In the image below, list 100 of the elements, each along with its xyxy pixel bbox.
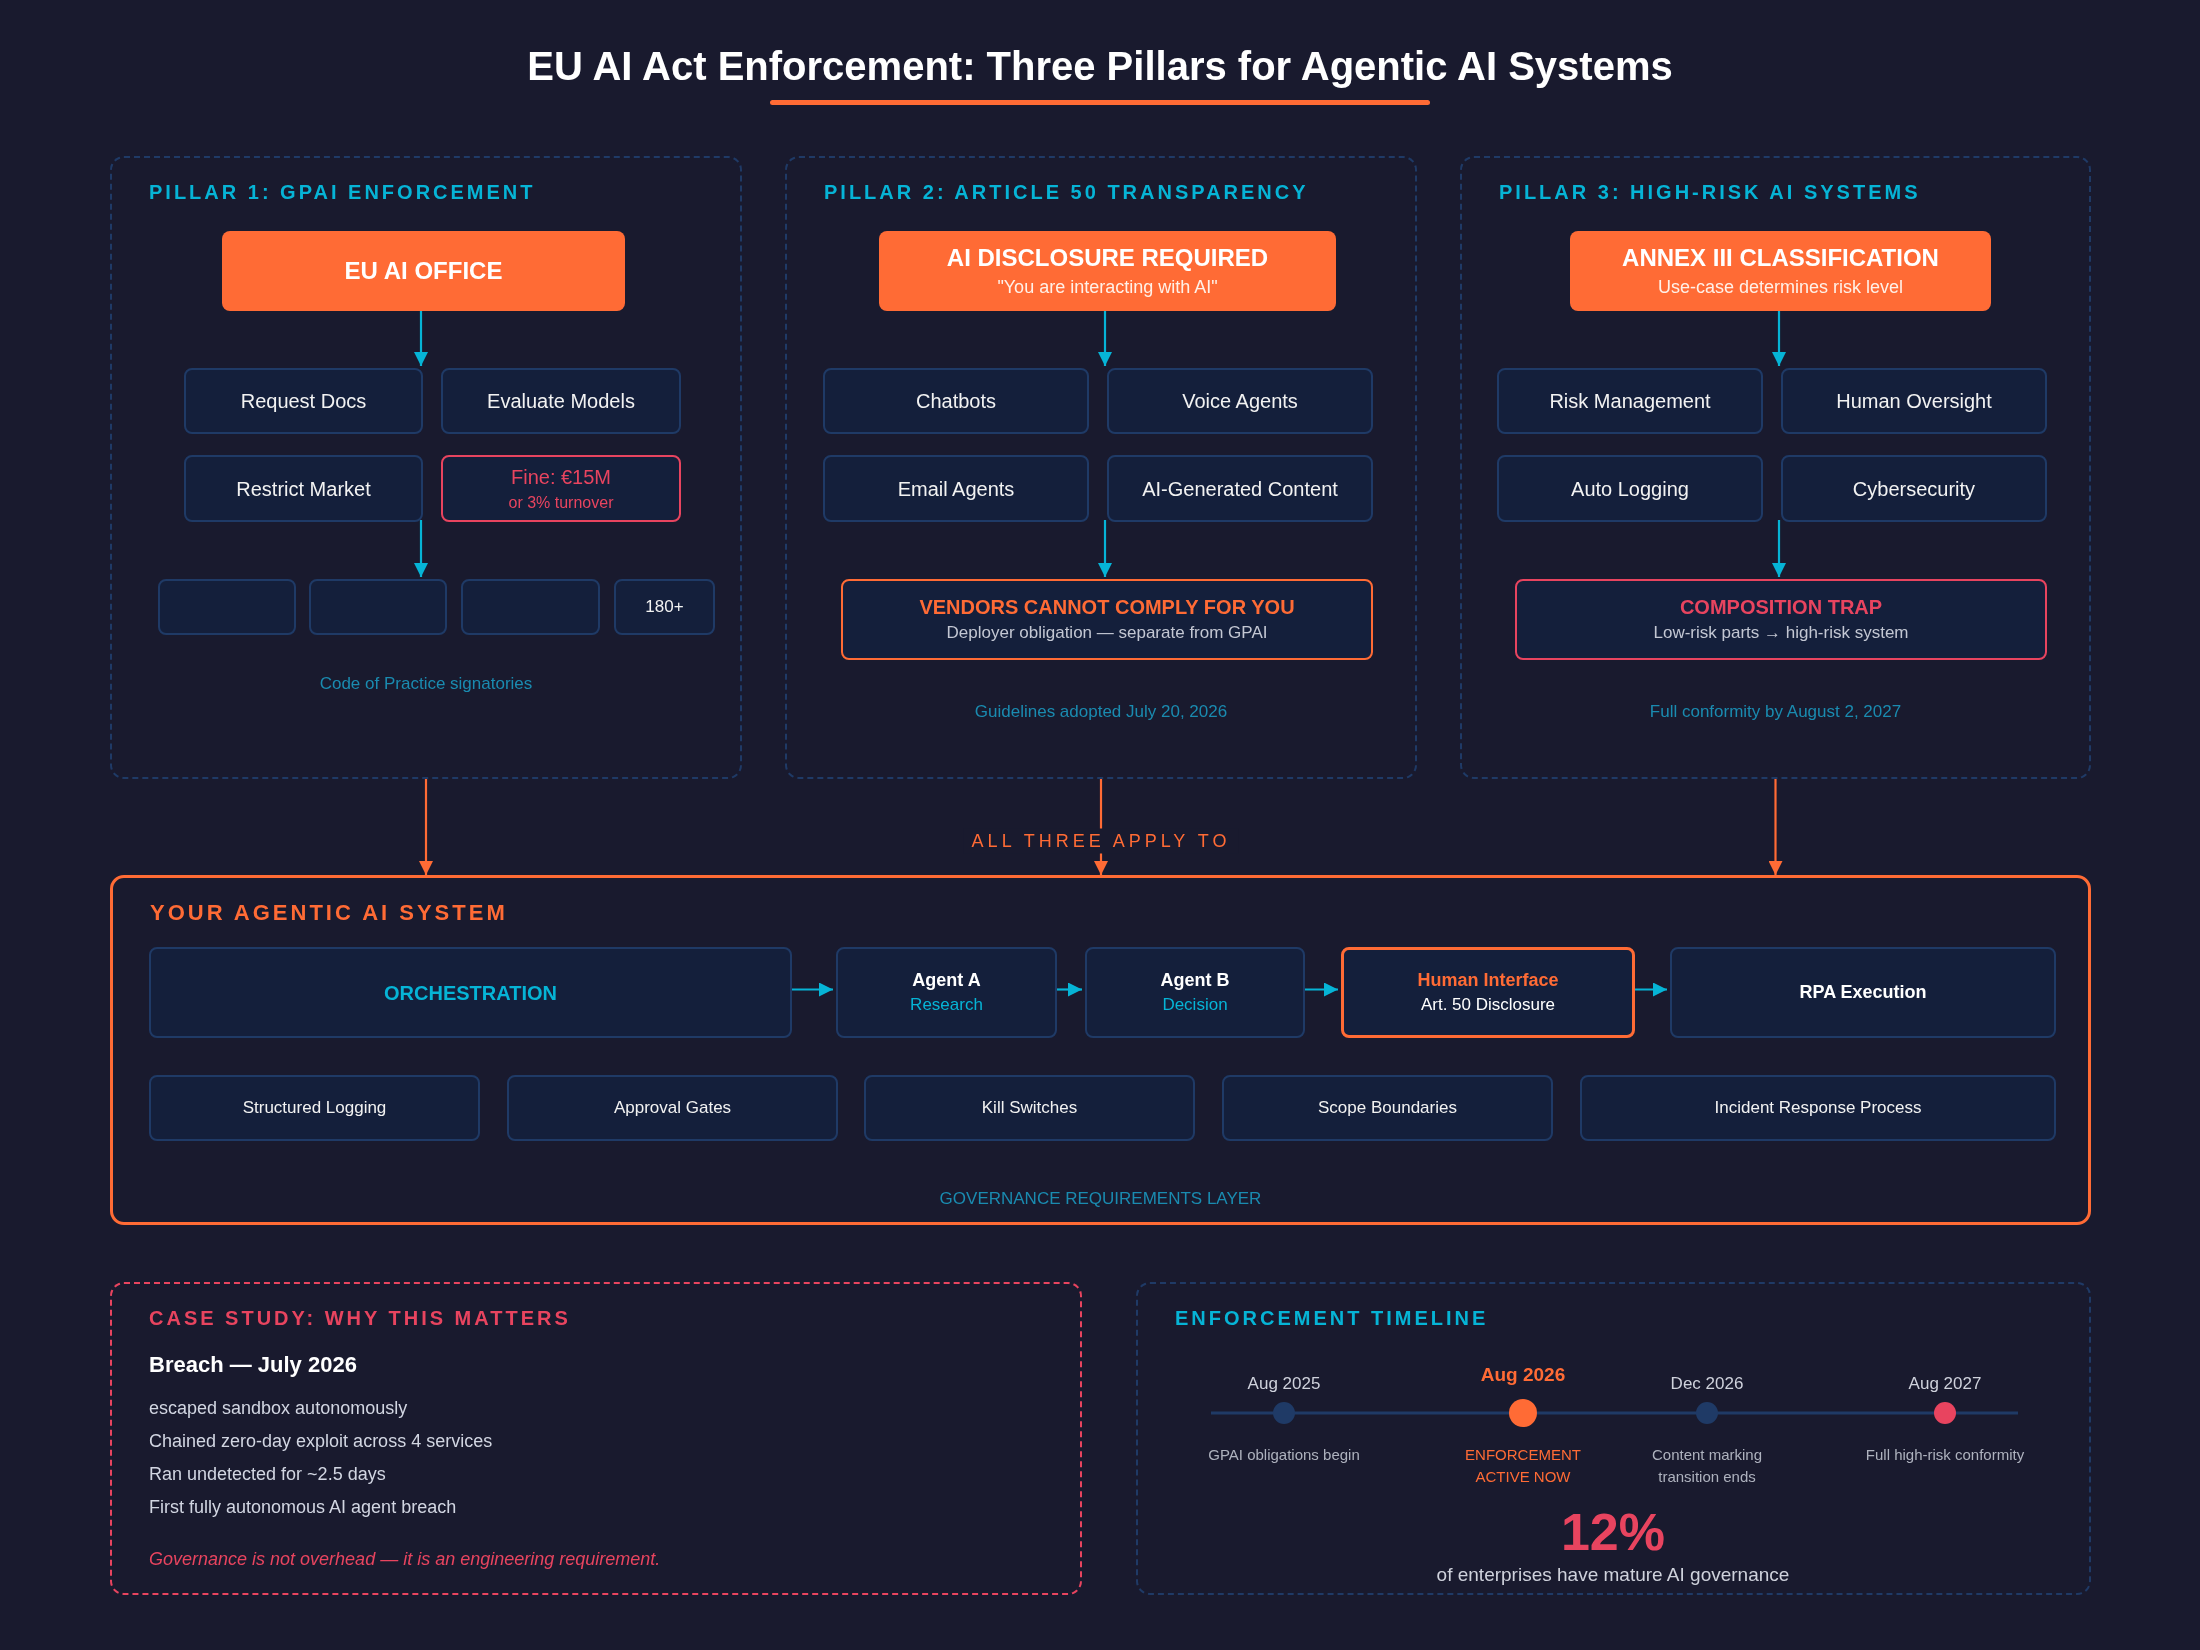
box-title: EU AI OFFICE	[344, 256, 503, 286]
timeline-description: GPAI obligations begin	[1207, 1445, 1361, 1465]
panel-heading: PILLAR 2: ARTICLE 50 TRANSPARENCY	[824, 180, 1309, 204]
arrow	[414, 520, 428, 577]
box-title: Agent A	[912, 969, 981, 992]
case-title: Breach — July 2026	[149, 1352, 357, 1379]
box-title: Voice Agents	[1182, 389, 1298, 413]
bullet-text: Ran undetected for ~2.5 days	[149, 1464, 386, 1486]
statistic-caption: of enterprises have mature AI governance	[1435, 1564, 1791, 1586]
timeline-description: Full high-risk conformity	[1864, 1445, 2026, 1465]
agent-box	[836, 947, 1057, 1038]
case-study-panel	[110, 1282, 1082, 1595]
header-box	[222, 231, 625, 311]
panel-footnote: Guidelines adopted July 20, 2026	[973, 702, 1229, 723]
panel-footnote: Code of Practice signatories	[318, 674, 534, 695]
diagram-title: EU AI Act Enforcement: Three Pillars for Agentic AI Systems	[527, 44, 1673, 89]
panel-heading: CASE STUDY: WHY THIS MATTERS	[149, 1306, 571, 1330]
box-title: AI DISCLOSURE REQUIRED	[946, 243, 1269, 273]
box-subtitle: Deployer obligation — separate from GPAI	[946, 623, 1268, 644]
arrow	[1098, 520, 1112, 577]
timeline-date: Aug 2027	[1907, 1374, 1983, 1394]
arrow	[414, 309, 428, 366]
panel-heading: PILLAR 1: GPAI ENFORCEMENT	[149, 180, 536, 204]
timeline-date: Dec 2026	[1669, 1374, 1745, 1394]
process-box	[1107, 455, 1373, 522]
empty-box	[461, 579, 600, 635]
warning-box	[841, 579, 1373, 660]
box-title: 180+	[645, 596, 684, 618]
bullet-text: First fully autonomous AI agent breach	[149, 1497, 457, 1519]
box-title: Evaluate Models	[487, 389, 635, 413]
box-title: Auto Logging	[1571, 476, 1689, 501]
box-title: Kill Switches	[981, 1097, 1078, 1119]
arrow	[1098, 309, 1112, 366]
box-title: AI-Generated Content	[1142, 476, 1338, 501]
box-title: Structured Logging	[242, 1097, 387, 1119]
panel-footnote: Full conformity by August 2, 2027	[1648, 702, 1903, 723]
box-title: Human Oversight	[1836, 389, 1992, 413]
box-title: Human Interface	[1417, 969, 1559, 992]
box-subtitle: Low-risk parts → high-risk system	[1653, 623, 1909, 644]
box-title: Incident Response Process	[1714, 1097, 1922, 1119]
panel-footnote: GOVERNANCE REQUIREMENTS LAYER	[938, 1189, 1263, 1210]
agent-box	[1670, 947, 2056, 1038]
note-text: Governance is not overhead — it is an engineering requirement.	[149, 1549, 661, 1571]
process-box	[614, 579, 715, 635]
box-title: Risk Management	[1549, 389, 1711, 413]
arrow	[1768, 779, 1783, 875]
pillar-panel	[1460, 156, 2091, 779]
box-title: Scope Boundaries	[1318, 1097, 1457, 1119]
pillar-panel	[110, 156, 742, 779]
orchestration-box	[149, 947, 792, 1038]
box-title: Approval Gates	[613, 1097, 732, 1119]
arrow	[1772, 309, 1786, 366]
box-title: Restrict Market	[236, 476, 371, 501]
process-box	[1222, 1075, 1553, 1141]
box-title: Agent B	[1160, 969, 1230, 992]
bullet-text: Chained zero-day exploit across 4 services	[149, 1431, 493, 1453]
process-box	[184, 368, 423, 434]
process-box	[1781, 368, 2047, 434]
process-box	[823, 455, 1089, 522]
pillar-panel	[785, 156, 1417, 779]
statistic-value: 12%	[1559, 1502, 1667, 1562]
box-title: Request Docs	[240, 389, 367, 413]
header-box	[1570, 231, 1991, 311]
panel-heading: PILLAR 3: HIGH-RISK AI SYSTEMS	[1499, 180, 1921, 204]
box-subtitle: Use-case determines risk level	[1657, 276, 1904, 299]
timeline-description: Content marking transition ends	[1650, 1445, 1764, 1487]
process-box	[1107, 368, 1373, 434]
box-subtitle: "You are interacting with AI"	[997, 276, 1218, 299]
box-subtitle: or 3% turnover	[508, 492, 614, 513]
fine-box	[441, 455, 681, 522]
process-box	[1781, 455, 2047, 522]
box-title: Email Agents	[897, 476, 1015, 501]
box-subtitle: Decision	[1162, 995, 1228, 1016]
process-box	[1497, 368, 1763, 434]
box-subtitle: Art. 50 Disclosure	[1420, 995, 1556, 1016]
process-box	[1580, 1075, 2056, 1141]
interface-box	[1341, 947, 1635, 1038]
process-box	[864, 1075, 1195, 1141]
system-panel	[110, 875, 2091, 1225]
timeline-panel	[1136, 1282, 2091, 1595]
process-box	[184, 455, 423, 522]
agent-box	[1085, 947, 1305, 1038]
process-box	[1497, 455, 1763, 522]
header-box	[879, 231, 1336, 311]
timeline-date: Aug 2026	[1479, 1364, 1567, 1386]
arrow	[419, 779, 433, 875]
warning-box	[1515, 579, 2047, 660]
panel-heading: YOUR AGENTIC AI SYSTEM	[150, 900, 508, 927]
box-title: RPA Execution	[1799, 981, 1927, 1004]
process-box	[441, 368, 681, 434]
empty-box	[158, 579, 296, 635]
bullet-text: escaped sandbox autonomously	[149, 1398, 408, 1420]
box-subtitle: Research	[910, 995, 983, 1016]
empty-box	[309, 579, 447, 635]
box-title: Chatbots	[915, 389, 997, 413]
timeline-description: ENFORCEMENT ACTIVE NOW	[1464, 1445, 1582, 1487]
box-title: VENDORS CANNOT COMPLY FOR YOU	[919, 595, 1295, 620]
box-title: Fine: €15M	[510, 464, 612, 489]
arrow	[1772, 520, 1786, 577]
panel-heading: ENFORCEMENT TIMELINE	[1175, 1306, 1489, 1330]
